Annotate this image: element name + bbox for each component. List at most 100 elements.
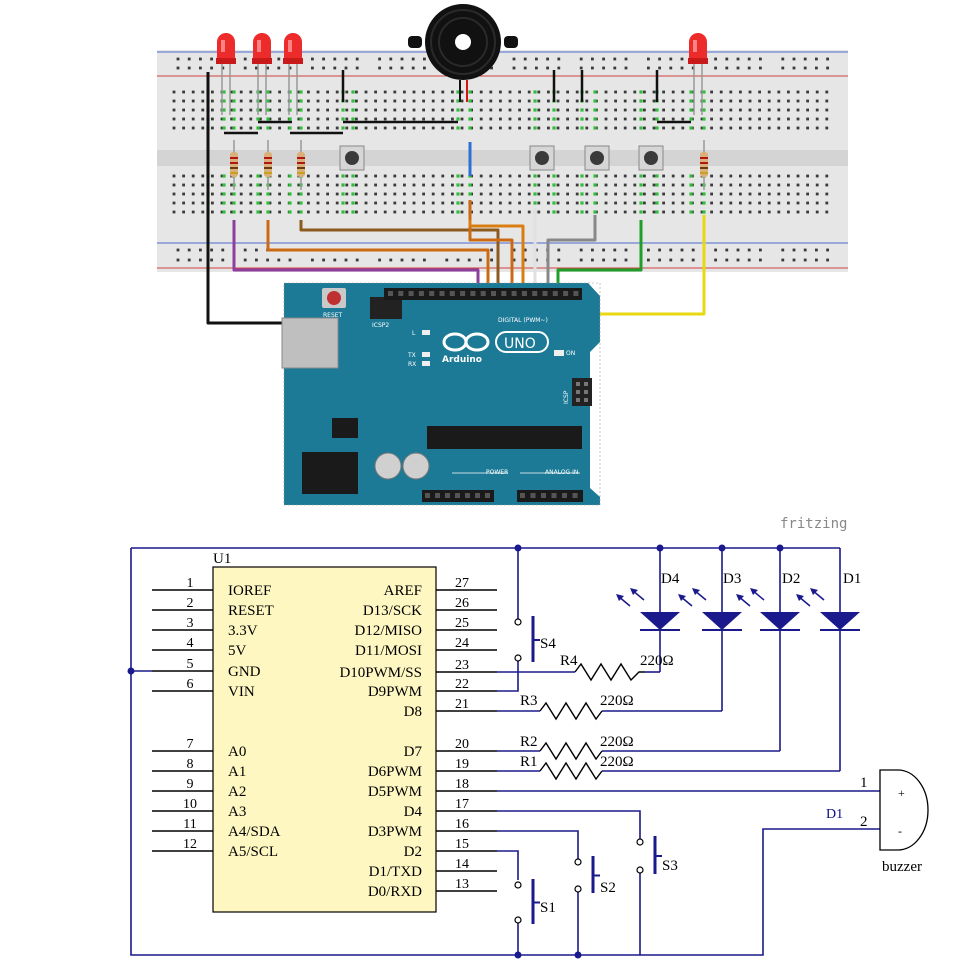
connected-hole — [702, 99, 706, 103]
breadboard-hole — [355, 90, 358, 94]
rail-hole — [658, 258, 661, 262]
connected-hole — [288, 210, 292, 214]
breadboard-hole — [787, 99, 790, 103]
connected-hole — [299, 108, 303, 112]
breadboard-hole — [230, 201, 233, 205]
rail-hole — [333, 258, 337, 262]
breadboard-hole — [633, 90, 637, 94]
breadboard-hole — [211, 117, 214, 121]
rail-hole — [512, 248, 516, 252]
ic-pin-name: AREF — [384, 583, 422, 599]
r2-name: R2 — [520, 734, 538, 750]
connected-hole — [351, 174, 355, 178]
breadboard-hole — [729, 117, 733, 121]
connected-hole — [351, 117, 355, 121]
r1-name: R1 — [520, 754, 538, 770]
ic-pin-name: 3.3V — [228, 623, 258, 639]
breadboard-hole — [182, 117, 185, 121]
rail-hole — [255, 66, 258, 70]
breadboard-hole — [345, 90, 349, 94]
breadboard-hole — [815, 174, 819, 178]
breadboard-hole — [566, 108, 569, 112]
breadboard-hole — [547, 126, 550, 130]
rail-hole — [602, 57, 605, 61]
breadboard-hole — [393, 99, 397, 103]
breadboard-connected-holes — [206, 90, 706, 214]
breadboard-hole — [393, 108, 397, 112]
connected-hole — [552, 117, 556, 121]
breadboard-hole — [431, 117, 435, 121]
breadboard-hole — [201, 183, 205, 187]
digital-label: DIGITAL (PWM~) — [498, 317, 548, 324]
breadboard-hole — [614, 174, 617, 178]
connected-hole — [533, 99, 537, 103]
rail-hole — [389, 66, 393, 70]
breadboard-hole — [787, 108, 790, 112]
breadboard-hole — [815, 201, 819, 205]
breadboard-hole — [748, 201, 752, 205]
ic-pin-number: 12 — [183, 837, 197, 852]
breadboard-hole — [374, 126, 377, 130]
breadboard-hole — [566, 126, 569, 130]
breadboard-hole — [191, 99, 195, 103]
header-pin — [511, 291, 517, 296]
rail-hole — [613, 57, 617, 61]
header-pin — [532, 291, 538, 296]
breadboard-hole — [777, 99, 781, 103]
connected-hole — [655, 126, 659, 130]
breadboard-hole — [364, 174, 368, 178]
rail-hole — [680, 248, 684, 252]
ic-pin-name: D1/TXD — [369, 864, 422, 880]
rail-hole — [311, 258, 314, 262]
ic-pin-name: A2 — [228, 784, 246, 800]
connected-hole — [689, 108, 693, 112]
breadboard-hole — [739, 183, 742, 187]
breadboard-hole — [806, 126, 809, 130]
on-label: ON — [566, 350, 575, 357]
breadboard-hole — [719, 210, 723, 214]
header-pin — [470, 291, 476, 296]
breadboard-hole — [326, 117, 329, 121]
header-pin — [449, 291, 455, 296]
connected-hole — [456, 99, 460, 103]
breadboard-hole — [710, 210, 713, 214]
rail-hole — [826, 57, 829, 61]
breadboard-hole — [278, 90, 281, 94]
ic-pin-name: GND — [228, 664, 261, 680]
breadboard-hole — [182, 192, 185, 196]
breadboard-hole — [230, 183, 233, 187]
rail-hole — [523, 66, 527, 70]
breadboard-hole — [460, 201, 464, 205]
buzzer-symbol — [879, 769, 929, 851]
breadboard-hole — [748, 108, 752, 112]
breadboard-hole — [556, 192, 560, 196]
breadboard-hole — [556, 108, 560, 112]
breadboard-hole — [451, 117, 454, 121]
breadboard-hole — [739, 90, 742, 94]
breadboard-hole — [700, 126, 704, 130]
ic-pin-number: 8 — [187, 757, 194, 772]
breadboard-hole — [556, 174, 560, 178]
breadboard-hole — [671, 117, 675, 121]
breadboard-hole — [345, 126, 349, 130]
buzzer-plus: + — [898, 786, 905, 800]
fritzing-watermark: fritzing — [780, 516, 847, 532]
rail-hole — [243, 66, 247, 70]
connected-hole — [580, 192, 584, 196]
breadboard-hole — [441, 210, 445, 214]
breadboard-hole — [585, 192, 589, 196]
breadboard-hole — [297, 183, 301, 187]
breadboard-hole — [249, 201, 253, 205]
breadboard-hole — [278, 210, 281, 214]
header-pin — [485, 493, 490, 498]
breadboard-hole — [614, 192, 617, 196]
breadboard-hole — [748, 210, 752, 214]
connected-hole — [222, 99, 226, 103]
rail-hole — [199, 248, 202, 252]
breadboard-hole — [652, 99, 656, 103]
rail-hole — [210, 66, 213, 70]
connected-hole — [456, 108, 460, 112]
breadboard-hole — [537, 192, 541, 196]
breadboard-hole — [537, 210, 541, 214]
connected-hole — [299, 126, 303, 130]
